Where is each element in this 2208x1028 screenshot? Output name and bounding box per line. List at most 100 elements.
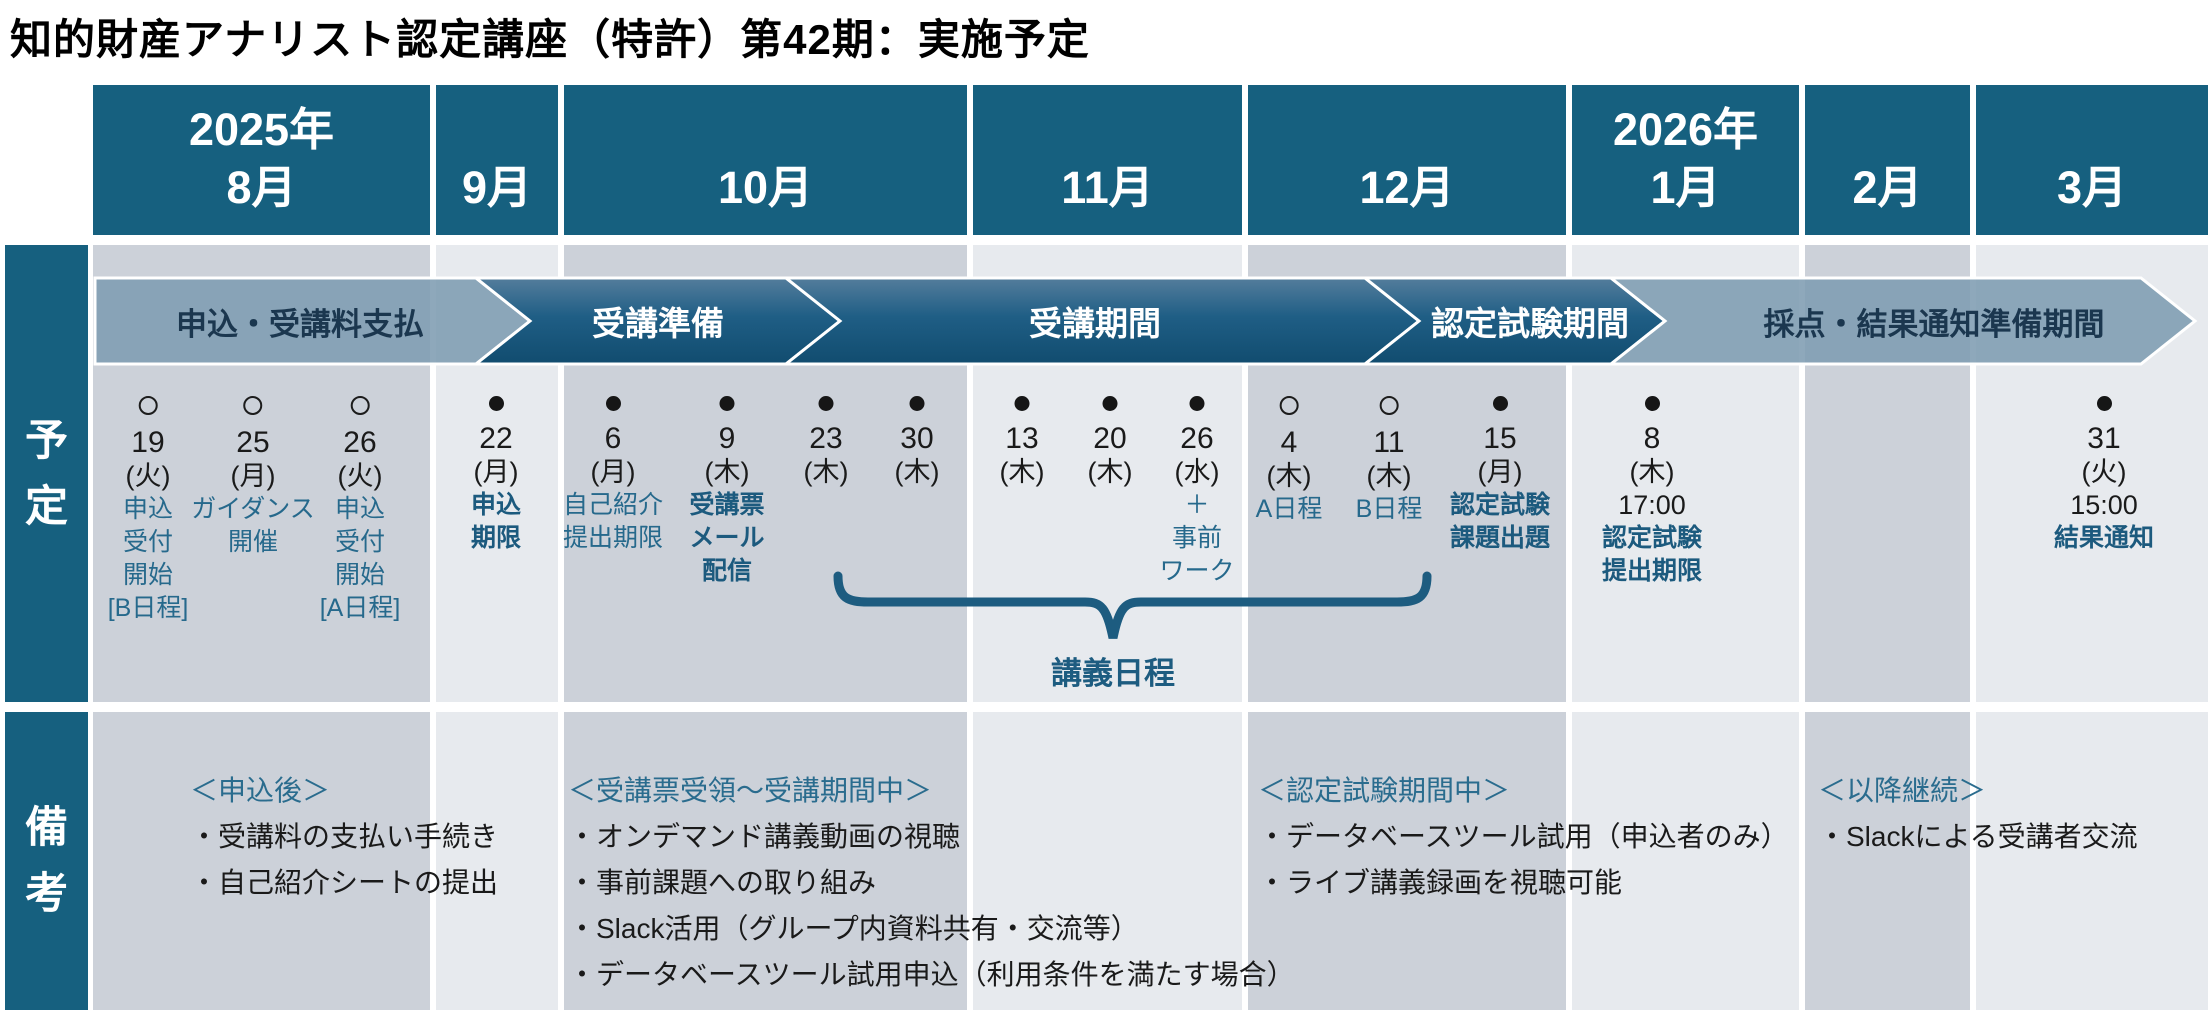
filled-circle-icon (1644, 396, 1660, 411)
event-desc-line: 開始 (122, 561, 174, 589)
event-desc-line: 認定試験 (1449, 491, 1551, 519)
month-header-cell: 2月 (1805, 85, 1970, 235)
month-header-label: 11月 (1061, 162, 1154, 213)
event-desc-line: ガイダンス (191, 495, 315, 523)
event-item: 13(木) (999, 396, 1045, 489)
event-desc-line: 提出期限 (562, 524, 664, 552)
notes-row-label: 備考 (5, 712, 88, 1010)
note-section-header: ＜申込後＞ (190, 775, 331, 806)
event-weekday: (木) (1087, 457, 1133, 487)
event-desc-line: 申込 (470, 491, 522, 519)
event-item: 25(月)ガイダンス開催 (191, 396, 315, 559)
event-item: 11(木)B日程 (1355, 396, 1423, 526)
event-item: 23(木) (803, 396, 849, 489)
note-item: ・自己紹介シートの提出 (190, 867, 499, 898)
event-weekday: (火) (125, 461, 171, 491)
month-header-label: 3月 (2056, 162, 2128, 213)
note-item: ・オンデマンド講義動画の視聴 (568, 821, 961, 852)
note-item: ・データベースツール試用申込（利用条件を満たす場合） (568, 959, 1295, 990)
event-desc-line: 認定試験 (1601, 524, 1703, 552)
event-weekday: (木) (1366, 461, 1412, 491)
note-section: ＜認定試験期間中＞・データベースツール試用（申込者のみ）・ライブ講義録画を視聴可… (1258, 768, 1789, 906)
event-desc-line: ワーク (1159, 557, 1235, 585)
event-weekday: (火) (337, 461, 383, 491)
event-desc-line: 申込 (122, 495, 174, 523)
event-item: 31(火)15:00 結果通知 (2054, 396, 2154, 555)
month-header-label: 9月 (461, 162, 533, 213)
event-desc-line: [B日程] (107, 594, 189, 622)
event-weekday: (木) (1629, 457, 1675, 487)
schedule-row-label-char: 予 (25, 416, 68, 465)
event-weekday: (水) (1174, 457, 1220, 487)
month-header-cell: 9月 (436, 85, 558, 235)
event-desc-line: 申込 (334, 495, 386, 523)
column-background (1248, 712, 1566, 1010)
month-header-label: 8月 (226, 162, 297, 213)
event-weekday: (木) (1266, 461, 1312, 491)
month-header-cell: 3月 (1976, 85, 2208, 235)
event-day: 31 (2087, 422, 2121, 455)
month-header-cell: 10月 (564, 85, 967, 235)
event-weekday: (月) (590, 457, 636, 487)
month-header-label: 2月 (1852, 162, 1923, 213)
event-item: 30(木) (894, 396, 940, 489)
event-weekday: (木) (894, 457, 940, 487)
event-desc-line: 配信 (701, 557, 753, 585)
event-time: 17:00 (1618, 490, 1686, 520)
event-desc-line: 結果通知 (2053, 524, 2155, 552)
event-item: 26(水)＋事前ワーク (1159, 396, 1235, 588)
event-desc-line: 課題出題 (1449, 524, 1551, 552)
note-section-header: ＜受講票受領～受講期間中＞ (568, 775, 933, 806)
event-weekday: (月) (230, 461, 276, 491)
month-header-label: 12月 (1359, 162, 1455, 213)
filled-circle-icon (818, 396, 834, 411)
filled-circle-icon (488, 396, 504, 411)
month-header-cell: 12月 (1248, 85, 1566, 235)
note-section: ＜以降継続＞・Slackによる受講者交流 (1818, 768, 2138, 860)
filled-circle-icon (719, 396, 735, 411)
event-desc-line: メール (689, 524, 765, 552)
event-weekday: (木) (704, 457, 750, 487)
event-desc-line: A日程 (1255, 495, 1323, 523)
note-section: ＜申込後＞ ・受講料の支払い手続き・自己紹介シートの提出 (190, 768, 498, 906)
notes-row-label-char: 考 (25, 870, 68, 918)
phase-arrow-label: 申込・受講料支払 (176, 306, 424, 342)
schedule-row-label-char: 定 (25, 482, 68, 531)
event-desc-line: 受付 (334, 528, 386, 556)
event-day: 15 (1483, 422, 1517, 455)
note-item: ・受講料の支払い手続き (190, 821, 499, 852)
event-day: 26 (1180, 422, 1214, 455)
open-circle-icon (138, 396, 158, 415)
event-desc-line: [A日程] (319, 594, 401, 622)
event-weekday: (木) (803, 457, 849, 487)
column-background (973, 712, 1242, 1010)
event-desc-line: 開始 (334, 561, 386, 589)
note-item: ・Slack活用（グループ内資料共有・交流等） (568, 913, 1139, 944)
event-weekday: (火) (2081, 457, 2127, 487)
note-item: ・Slackによる受講者交流 (1818, 821, 2138, 852)
month-header-label: 10月 (717, 162, 814, 213)
event-desc-line: 自己紹介 (562, 491, 664, 519)
event-day: 13 (1005, 422, 1039, 455)
open-circle-icon (243, 396, 263, 415)
event-weekday: (木) (999, 457, 1045, 487)
column-background (436, 712, 558, 1010)
event-day: 22 (479, 422, 513, 455)
event-time: 15:00 (2070, 490, 2138, 520)
phase-arrow-label: 採点・結果通知準備期間 (1763, 306, 2105, 342)
schedule-row-label: 予定 (5, 245, 88, 702)
event-item: 9(木)受講票メール配信 (689, 396, 765, 588)
event-item: 26(火)申込受付開始[A日程] (319, 396, 401, 625)
filled-circle-icon (605, 396, 621, 411)
event-desc-line: 受講票 (689, 491, 765, 519)
event-weekday: (月) (473, 457, 519, 487)
month-header-cell: 11月 (973, 85, 1242, 235)
filled-circle-icon (1189, 396, 1205, 411)
filled-circle-icon (2096, 396, 2112, 411)
notes-row-label-char: 備 (25, 804, 68, 852)
event-desc-line: B日程 (1355, 495, 1423, 523)
column-background (1805, 712, 1970, 1010)
event-day: 6 (604, 422, 622, 455)
